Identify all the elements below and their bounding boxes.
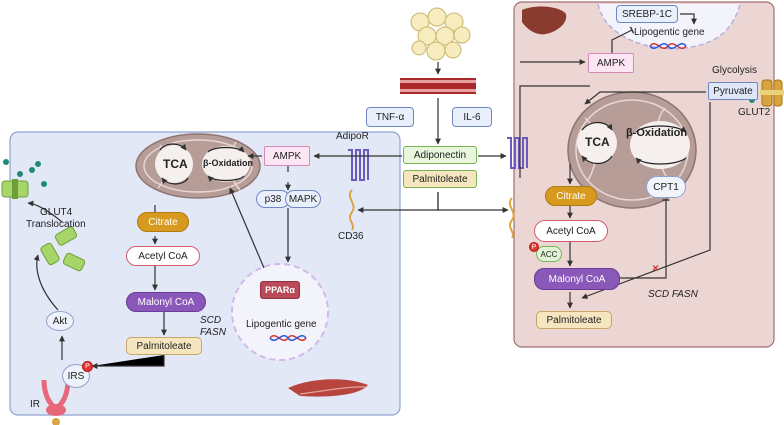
dna-icon [649, 43, 687, 49]
muscle-scd-label: SCD [200, 315, 222, 326]
muscle-nucleus [231, 263, 329, 361]
acc-node: ACC [536, 246, 562, 262]
liver-beta-oxidation-label: β-Oxidation [626, 127, 688, 139]
mapk-label: MAPK [285, 190, 321, 208]
adipor-label: AdipoR [336, 131, 369, 142]
transporter-icon [508, 197, 515, 239]
dna-icon [269, 335, 307, 341]
muscle-lipogentic-gene-label: Lipogentic gene [246, 319, 317, 330]
acc-phospho-badge: P [529, 242, 539, 252]
muscle-icon [288, 379, 368, 397]
irs-phospho-badge: P [82, 361, 93, 372]
liver-acetyl-coa-box: Acetyl CoA [534, 220, 608, 242]
il6-label: IL-6 [452, 107, 492, 127]
srebp-box: SREBP-1C [616, 5, 678, 23]
ir-label: IR [30, 399, 40, 410]
transporter-icon [760, 79, 784, 107]
glut4-label: GLUT4 [40, 207, 73, 218]
transporter-icon [348, 189, 355, 231]
muscle-malonyl-coa-box: Malonyl CoA [126, 292, 206, 312]
receptor-icon [348, 149, 369, 181]
liver-icon [522, 6, 567, 35]
fat-droplets-icon [410, 7, 471, 61]
palmitoleate-center-box: Palmitoleate [403, 170, 477, 188]
muscle-tca-label: TCA [163, 157, 188, 171]
blood-vessel-icon [400, 78, 476, 94]
muscle-citrate-box: Citrate [137, 212, 189, 232]
liver-lipogentic-gene-label: Lipogentic gene [634, 27, 705, 38]
receptor-icon [507, 137, 528, 169]
glut2-label: GLUT2 [738, 107, 771, 118]
liver-malonyl-coa-box: Malonyl CoA [534, 268, 620, 290]
muscle-beta-oxidation-label: β-Oxidation [203, 158, 253, 168]
p38-label: p38 [256, 190, 290, 208]
liver-citrate-box: Citrate [545, 186, 597, 206]
pyruvate-box: Pyruvate [708, 82, 758, 100]
muscle-fasn-label: FASN [200, 327, 226, 338]
cd36-label: CD36 [338, 231, 364, 242]
transporter-icon [1, 179, 29, 199]
cpt1-box: CPT1 [646, 176, 686, 198]
liver-tca-label: TCA [585, 135, 610, 149]
liver-ampk-box: AMPK [588, 53, 634, 73]
glut4-vesicle-icon [40, 226, 86, 272]
muscle-ampk-box: AMPK [264, 146, 310, 166]
liver-palmitoleate-box: Palmitoleate [536, 311, 612, 329]
glycolysis-label: Glycolysis [712, 65, 758, 76]
ppara-box: PPARα [260, 281, 300, 299]
muscle-palmitoleate-box: Palmitoleate [126, 337, 202, 355]
akt-node: Akt [46, 311, 74, 331]
insulin-receptor-icon [41, 379, 71, 425]
tnf-alpha-label: TNF-α [366, 107, 414, 127]
muscle-acetyl-coa-box: Acetyl CoA [126, 246, 200, 266]
adiponectin-box: Adiponectin [403, 146, 477, 164]
translocation-label: Translocation [26, 219, 86, 230]
liver-scd-fasn-label: SCD FASN [648, 289, 698, 300]
inhibition-mark: × [652, 261, 660, 275]
